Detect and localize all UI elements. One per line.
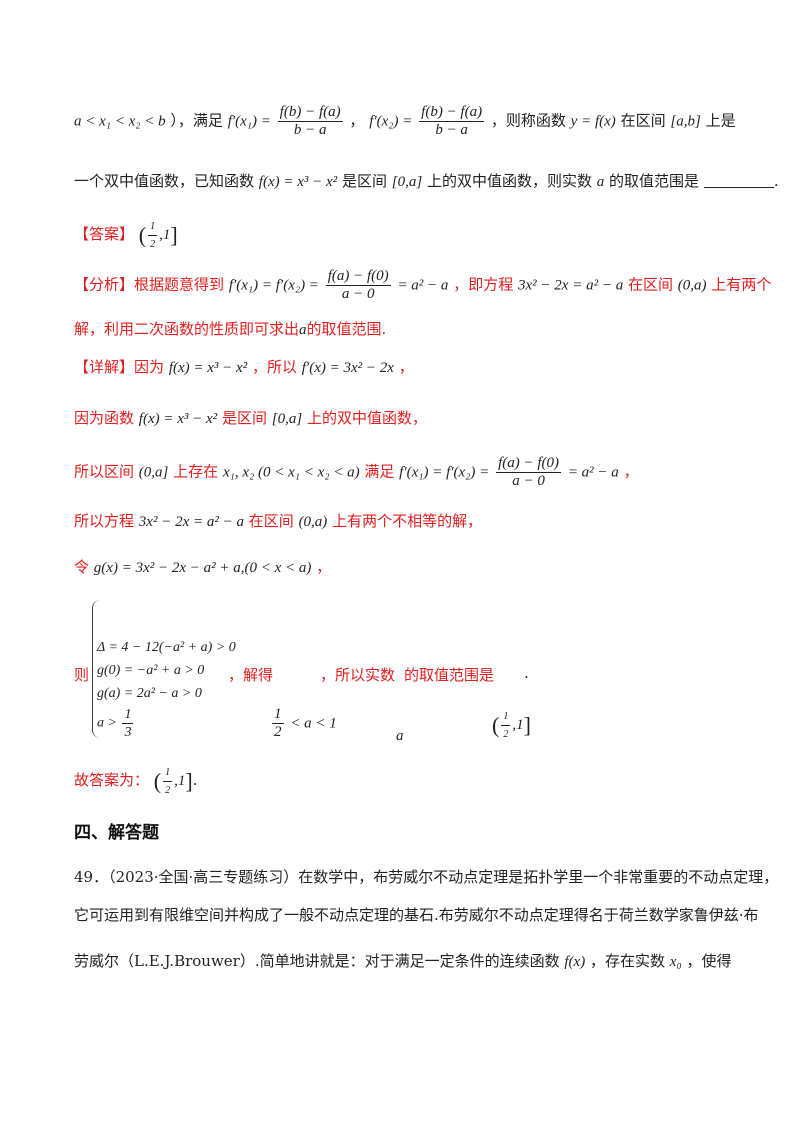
dot: .: [524, 664, 529, 682]
problem-49-line-2: 它可运用到有限维空间并构成了一般不动点定理的基石.布劳威尔不动点定理得名于荷兰数…: [74, 906, 759, 924]
intro-line-1: a < x₁ < x₂ < b ），满足 f′(x₁) = f(b) − f(a…: [74, 104, 736, 138]
system-row: g(a) = 2a² − a > 0: [97, 686, 202, 701]
answer-blank: [703, 173, 774, 188]
condition-expr: a < x₁ < x₂ < b: [74, 113, 166, 130]
derivative-eq-2: f′(x₂) =: [369, 113, 413, 130]
analysis-tag: 【分析】: [74, 275, 135, 294]
detail-line-2: 因为函数 f(x) = x³ − x² 是区间 [0,a] 上的双中值函数，: [74, 409, 427, 427]
intro-text: ），满足: [170, 111, 223, 130]
derivative-eq-1: f′(x₁) =: [227, 113, 271, 130]
fraction: f(b) − f(a)b − a: [277, 104, 343, 138]
range-is-text: 的取值范围是: [404, 666, 495, 684]
system-brace: [92, 600, 101, 738]
fraction: f(a) − f(0)a − 0: [496, 455, 561, 489]
detail-line-5: 令 g(x) = 3x² − 2x − a² + a,(0 < x < a) ，: [74, 558, 332, 576]
detail-line-3: 所以区间 (0,a] 上存在 x₁, x₂ (0 < x₁ < x₂ < a) …: [74, 455, 639, 489]
section-heading: 四、解答题: [74, 823, 159, 843]
solve-text: ，解得: [228, 666, 274, 684]
system-row: g(0) = −a² + a > 0: [97, 663, 205, 678]
problem-49-line-3: 劳威尔（L.E.J.Brouwer）.简单地讲就是：对于满足一定条件的连续函数 …: [74, 952, 732, 970]
then-label: 则: [74, 666, 90, 684]
intro-line-2: 一个双中值函数，已知函数 f(x) = x³ − x² 是区间 [0,a] 上的…: [74, 172, 779, 190]
answer-tag: 【答案】: [74, 224, 135, 243]
system-row: Δ = 4 − 12(−a² + a) > 0: [97, 640, 236, 655]
analysis-line-1: 【分析】根据题意得到 f′(x₁) = f′(x₂) = f(a) − f(0)…: [74, 268, 772, 302]
so-real-text: ，所以实数: [320, 666, 396, 684]
detail-tag: 【详解】: [74, 358, 135, 376]
detail-line-4: 所以方程 3x² − 2x = a² − a 在区间 (0,a) 上有两个不相等…: [74, 512, 483, 530]
fraction: f(b) − f(a)b − a: [419, 104, 485, 138]
variable-a: a: [396, 728, 404, 744]
problem-49-line-1: 49．（2023·全国·高三专题练习）在数学中，布劳威尔不动点定理是拓扑学里一个…: [74, 868, 779, 886]
fraction: f(a) − f(0)a − 0: [325, 268, 391, 302]
detail-line-1: 【详解】因为 f(x) = x³ − x² ，所以 f′(x) = 3x² − …: [74, 358, 414, 376]
analysis-line-2: 解，利用二次函数的性质即可求出a的取值范围.: [74, 320, 387, 338]
